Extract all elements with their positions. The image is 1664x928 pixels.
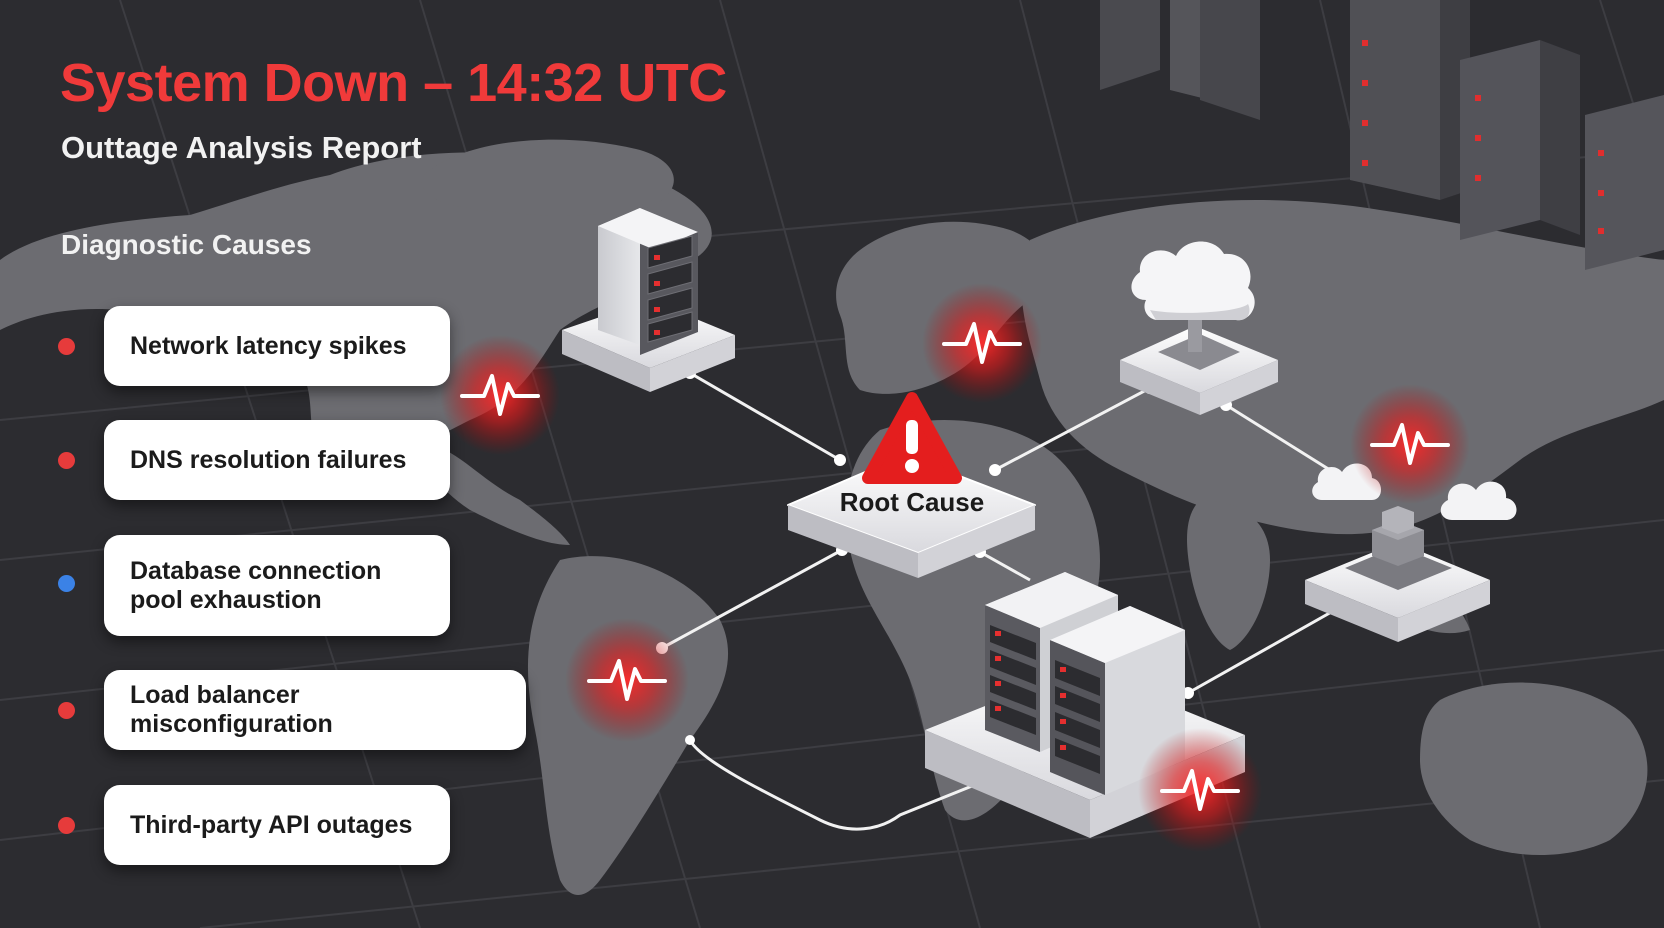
japan-landmass	[1547, 330, 1580, 415]
cause-card: Network latency spikes	[104, 306, 450, 386]
heartbeat-icon	[440, 335, 560, 455]
cloud-server-icon	[1120, 241, 1278, 415]
cause-label: Load balancer misconfiguration	[130, 681, 333, 738]
cause-card: Load balancer misconfiguration	[104, 670, 526, 750]
cause-label: Database connection pool exhaustion	[130, 556, 382, 614]
status-dot	[58, 575, 75, 592]
cause-label: DNS resolution failures	[130, 445, 407, 474]
india-landmass	[1187, 500, 1270, 650]
cause-label: Third-party API outages	[130, 810, 413, 839]
status-dot	[58, 702, 75, 719]
page-title: System Down – 14:32 UTC	[60, 53, 727, 113]
warning-triangle-icon	[862, 392, 962, 484]
pulse-markers	[440, 283, 1470, 852]
diagnostic-causes-heading: Diagnostic Causes	[61, 229, 312, 260]
router-node-icon	[1305, 506, 1490, 642]
status-dot	[58, 817, 75, 834]
network-connections	[661, 371, 1343, 831]
cause-card: DNS resolution failures	[104, 420, 450, 500]
status-dot	[58, 338, 75, 355]
status-dot	[58, 452, 75, 469]
heartbeat-icon	[565, 618, 689, 742]
cause-label: Network latency spikes	[130, 331, 407, 360]
cause-card: Database connection pool exhaustion	[104, 535, 450, 636]
greenland-landmass	[421, 139, 674, 216]
cause-card: Third-party API outages	[104, 785, 450, 865]
page-subtitle: Outtage Analysis Report	[61, 130, 422, 165]
datacenter-racks	[1100, 0, 1664, 270]
heartbeat-icon	[1138, 728, 1262, 852]
root-cause-label: Root Cause	[839, 487, 985, 517]
heartbeat-icon	[922, 283, 1042, 403]
heartbeat-icon	[1350, 384, 1470, 504]
australia-landmass	[1420, 682, 1648, 855]
server-rack-icon	[562, 208, 735, 392]
central-america-landmass	[420, 440, 570, 545]
